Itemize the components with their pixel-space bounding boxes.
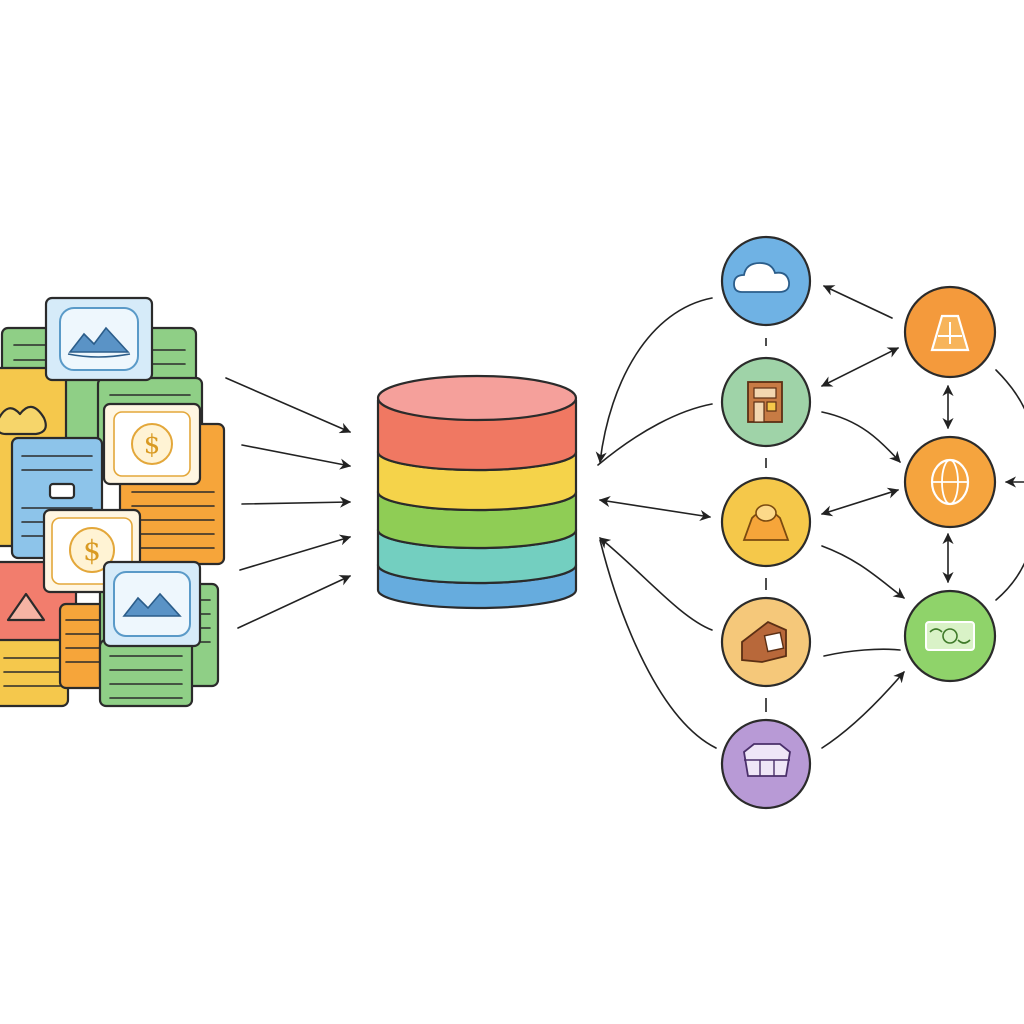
mountain-icon: [67, 326, 131, 358]
price-tag-icon: [741, 620, 787, 663]
image-card-mountain-top: [44, 296, 154, 382]
cash-icon: [925, 621, 975, 651]
distribution-arrows: [595, 297, 717, 749]
cloud-icon: [733, 262, 790, 293]
curve-db-to-gold: [598, 496, 712, 521]
node-cross-arrows: [820, 285, 1024, 749]
ingest-arrow: [225, 377, 352, 434]
node-package: [720, 718, 812, 810]
ingest-arrows: [225, 377, 352, 629]
text-document-yellow-bottom: [0, 638, 70, 708]
curve-db-to-tag: [599, 537, 713, 631]
dollar-icon: $: [69, 527, 115, 573]
gold-nugget-icon: [742, 504, 790, 541]
svg-text:$: $: [144, 430, 161, 460]
image-card-mountain-bottom: [102, 560, 202, 648]
node-gold: [720, 476, 812, 568]
node-store: [720, 356, 812, 448]
package-icon: [743, 743, 791, 777]
node-money: [903, 589, 997, 683]
ingest-arrow: [241, 496, 352, 508]
source-documents-cluster: $ $: [0, 296, 226, 708]
curve-db-to-cloud: [595, 297, 713, 464]
node-tag: [720, 596, 812, 688]
ingest-arrow: [239, 534, 352, 571]
ingest-arrow: [237, 575, 352, 629]
curve-db-to-store: [597, 403, 713, 466]
road-icon: [930, 314, 970, 352]
image-card-dollar-top: $: [102, 402, 202, 486]
mountain-icon: [122, 592, 182, 617]
node-cloud: [720, 235, 812, 327]
curve-db-to-package: [599, 539, 717, 749]
dollar-icon: $: [131, 423, 173, 465]
node-road: [903, 285, 997, 379]
database-icon: [376, 374, 578, 610]
ingest-arrow: [241, 444, 352, 470]
storefront-icon: [747, 381, 783, 423]
globe-icon: [930, 458, 970, 506]
node-globe: [903, 435, 997, 529]
svg-text:$: $: [83, 534, 101, 567]
